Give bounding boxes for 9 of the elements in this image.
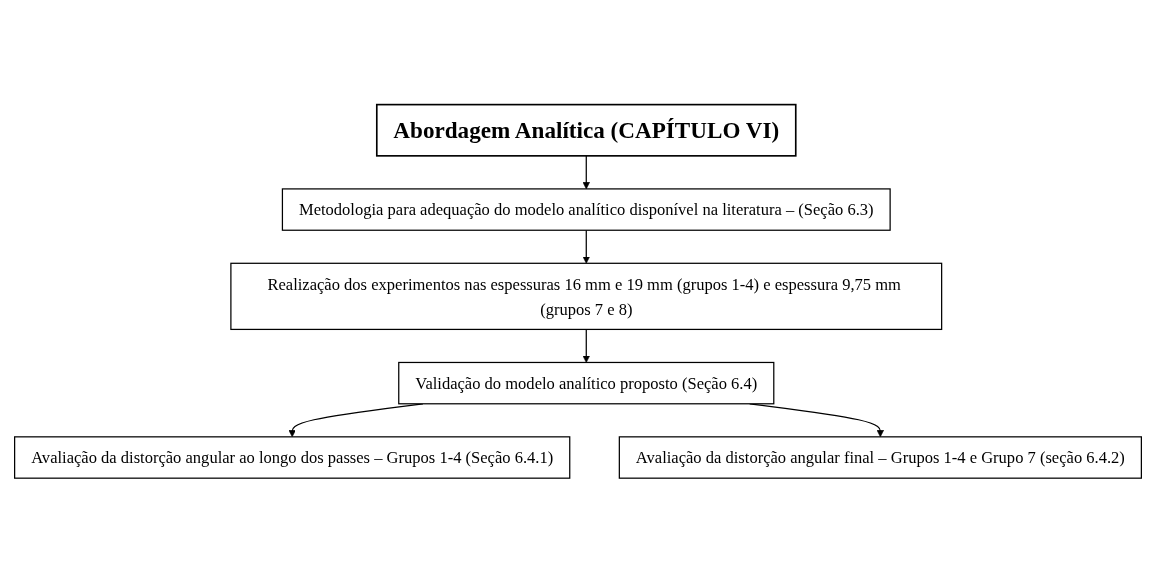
arrow [582,328,590,363]
node-box: Realização dos experimentos nas espessuras 16 mm e 19 mm (grupos 1-4) e espessura 9,75 mm (grupos 7 e 8) [230,262,943,331]
node-box: Metodologia para adequação do modelo analítico disponível na literatura – (Seção 6.3) [281,188,891,231]
node-box: Avaliação da distorção angular final – Grupos 1-4 e Grupo 7 (seção 6.4.2) [618,436,1142,479]
arrow [582,229,590,264]
node-box: Abordagem Analítica (CAPÍTULO VI) [375,103,797,157]
arrow [582,155,590,190]
node-box: Validação do modelo analítico proposto (Seção 6.4) [398,361,775,405]
node-box: Avaliação da distorção angular ao longo dos passes – Grupos 1-4 (Seção 6.4.1) [14,436,571,479]
